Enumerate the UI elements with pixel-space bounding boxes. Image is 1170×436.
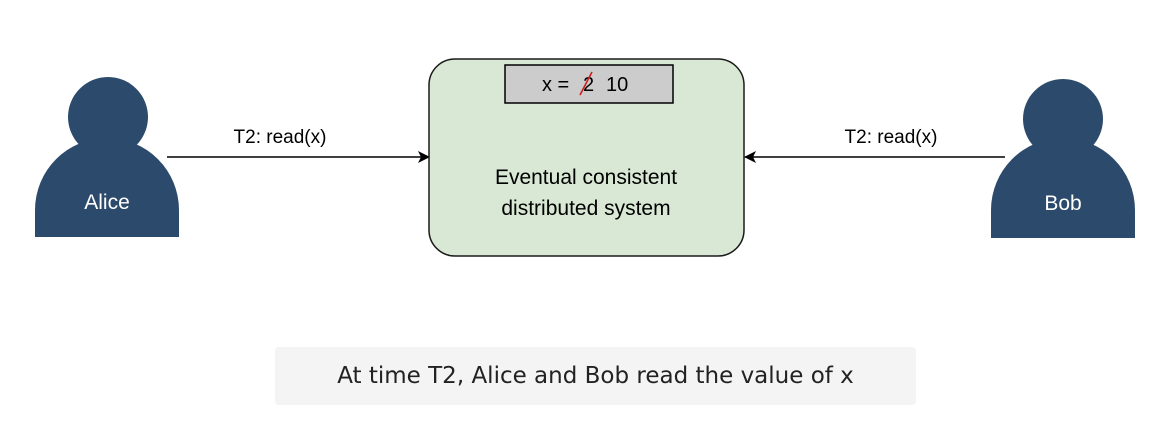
value-prefix: x = <box>542 74 575 96</box>
system-label-line2: distributed system <box>501 197 670 220</box>
bob-actor: Bob <box>991 79 1135 238</box>
caption-box: At time T2, Alice and Bob read the value… <box>275 347 916 405</box>
bob-head <box>1023 79 1103 159</box>
system-label-line1: Eventual consistent <box>495 166 677 189</box>
alice-body <box>35 138 179 237</box>
caption-text: At time T2, Alice and Bob read the value… <box>337 363 854 389</box>
alice-head <box>68 77 148 157</box>
bob-read-edge: T2: read(x) <box>744 127 1005 163</box>
system-box <box>428 58 745 257</box>
value-box-rect <box>504 64 674 104</box>
person-icon <box>35 77 179 237</box>
bob-body <box>991 138 1135 238</box>
new-value: 10 <box>606 74 628 96</box>
old-value-strike <box>579 71 593 96</box>
person-icon <box>991 79 1135 238</box>
old-value: 2 <box>583 74 594 96</box>
bob-read-label: T2: read(x) <box>845 127 938 148</box>
alice-label: Alice <box>84 191 130 214</box>
alice-read-edge: T2: read(x) <box>167 127 430 163</box>
alice-actor: Alice <box>35 77 179 237</box>
value-box: x = 2 10 <box>504 64 674 104</box>
bob-label: Bob <box>1044 192 1081 215</box>
distributed-system-node: x = 2 10 Eventual consistent distributed… <box>428 58 745 257</box>
alice-read-label: T2: read(x) <box>234 127 327 148</box>
